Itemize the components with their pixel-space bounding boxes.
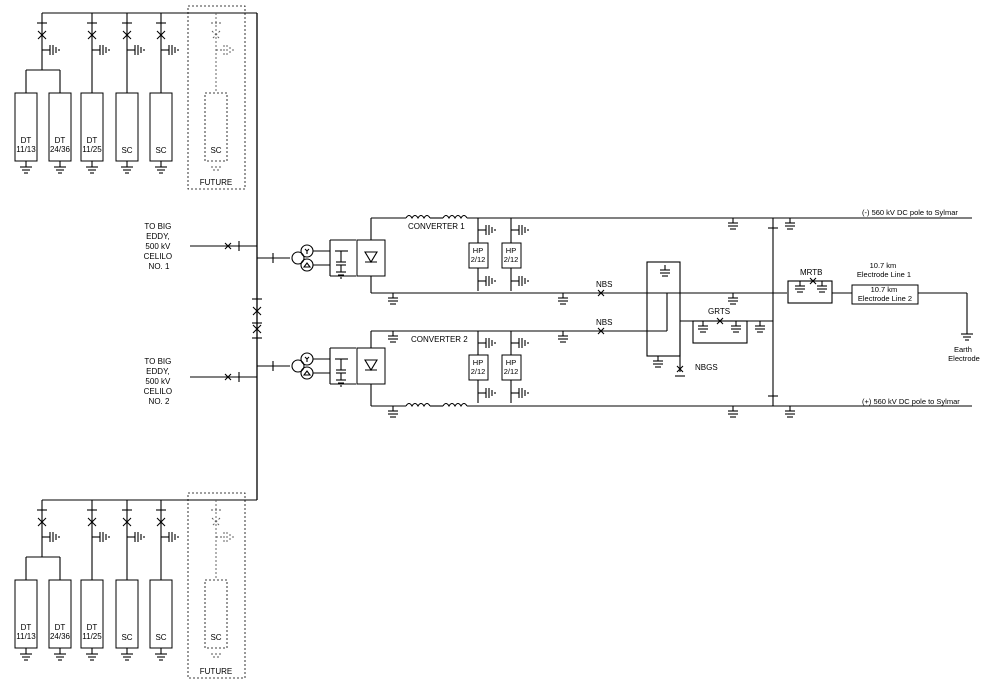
grts-switch (680, 317, 773, 344)
converter-2-label: CONVERTER 2 (411, 335, 468, 344)
converter-2-ac-filter (335, 358, 348, 387)
dc-vertical-tie (768, 218, 778, 406)
dc-capacitor (388, 293, 398, 305)
filter-label: SC (121, 633, 132, 642)
electrode-line-1-label: 10.7 km Electrode Line 1 (857, 261, 911, 279)
nbgs-switch (646, 261, 685, 377)
dc-capacitor (785, 218, 795, 230)
grts-label: GRTS (708, 307, 730, 316)
bus-tie-breakers (252, 298, 262, 339)
dc-capacitor (653, 356, 663, 368)
converter-2-valve (356, 331, 386, 406)
future-label: FUTURE (200, 178, 232, 187)
mrtb-label: MRTB (800, 268, 823, 277)
converter-2-feed (257, 347, 356, 385)
converter-1-valve (356, 218, 386, 293)
ac-line-1 (190, 241, 257, 251)
svg-text:SC: SC (210, 146, 221, 155)
dc-pole-negative-conductor (371, 214, 972, 220)
dc-pole-positive-conductor (371, 402, 972, 408)
dc-capacitor (388, 406, 398, 418)
dc-capacitor (660, 265, 670, 277)
electrode-line-2-label: 10.7 km Electrode Line 2 (858, 285, 912, 303)
pole-negative-label: (-) 560 kV DC pole to Sylmar (862, 208, 958, 217)
nbgs-label: NBGS (695, 363, 718, 372)
future-label: FUTURE (200, 667, 232, 676)
converter-1-feed (257, 239, 356, 277)
dc-capacitor (785, 406, 795, 418)
ac-line-2 (190, 372, 257, 382)
svg-text:SC: SC (210, 633, 221, 642)
dc-capacitor (698, 321, 708, 333)
dc-capacitor (731, 321, 741, 333)
pole-positive-label: (+) 560 kV DC pole to Sylmar (862, 397, 960, 406)
converter-1-ac-filter (335, 250, 348, 279)
electrode-lines (832, 284, 973, 341)
svg-text:HP2/12: HP2/12 (504, 358, 519, 376)
dc-capacitor (795, 281, 805, 293)
filter-label: SC (155, 146, 166, 155)
dc-capacitor (558, 293, 568, 305)
nbs-label-1: NBS (596, 280, 612, 289)
dc-capacitor (728, 406, 738, 418)
future-filter-top: SC FUTURE (187, 5, 246, 190)
dc-capacitor (558, 331, 568, 343)
earth-electrode-label: Earth Electrode (948, 345, 980, 363)
filter-top-4: SC (115, 13, 145, 174)
converter-1-label: CONVERTER 1 (408, 222, 465, 231)
filter-top-5: SC (149, 13, 179, 174)
neutral-bus-2 (371, 293, 668, 335)
future-filter-bottom: SC FUTURE (187, 492, 246, 679)
nbs-label-2: NBS (596, 318, 612, 327)
ac-line-1-label: TO BIG EDDY, 500 kV CELILO NO. 1 (144, 222, 175, 271)
filter-bottom-5: SC (149, 500, 179, 661)
dc-capacitor (755, 321, 765, 333)
ac-line-2-label: TO BIG EDDY, 500 kV CELILO NO. 2 (144, 357, 175, 406)
dc-capacitor (728, 293, 738, 305)
filter-label: SC (155, 633, 166, 642)
svg-text:HP2/12: HP2/12 (471, 246, 486, 264)
filter-bottom-4: SC (115, 500, 145, 661)
neutral-bus-1 (371, 289, 787, 297)
dc-capacitor (388, 331, 398, 343)
dc-capacitor (817, 281, 827, 293)
dc-filter-capacitors (388, 218, 827, 418)
filter-label: SC (121, 146, 132, 155)
mrtb-switch (787, 277, 833, 304)
svg-text:HP2/12: HP2/12 (504, 246, 519, 264)
svg-text:HP2/12: HP2/12 (471, 358, 486, 376)
dc-capacitor (728, 218, 738, 230)
